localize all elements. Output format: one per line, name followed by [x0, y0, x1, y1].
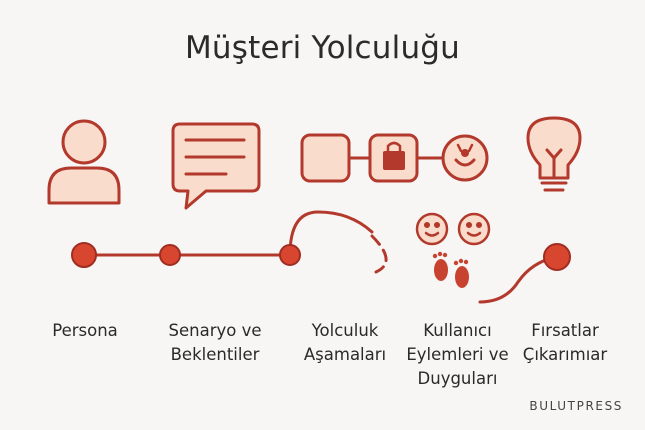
stage-label-opportunities: Fırsatlar Çıkarımıar — [510, 319, 620, 367]
stage-label-scenario-line2: Beklentiler — [170, 345, 260, 364]
journey-steps-icon — [300, 133, 489, 183]
timeline-node — [543, 243, 571, 271]
stage-label-actions: Kullanıcı Eylemleri ve Duyguları — [395, 319, 520, 391]
brand-watermark: BULUTPRESS — [529, 399, 623, 413]
timeline-node — [159, 244, 181, 266]
stage-label-scenario: Senaryo ve Beklentiler — [150, 319, 280, 367]
timeline-node — [71, 242, 97, 268]
stage-label-actions-line2: Eylemleri ve — [406, 345, 509, 364]
stage-label-opportunities-line2: Çıkarımıar — [522, 345, 608, 364]
timeline-path — [82, 210, 558, 304]
speech-bubble-icon — [171, 122, 261, 210]
stage-label-actions-line3: Duyguları — [417, 369, 498, 388]
stage-label-journey: Yolculuk Aşamaları — [290, 319, 400, 367]
lightbulb-icon — [526, 116, 582, 192]
stage-label-opportunities-line1: Fırsatlar — [531, 321, 599, 340]
smiley-faces-icon — [415, 212, 491, 246]
page-title: Müşteri Yolculuğu — [184, 30, 461, 66]
footprints-icon — [432, 251, 469, 288]
stage-label-journey-line1: Yolculuk — [311, 321, 379, 340]
stage-label-journey-line2: Aşamaları — [303, 345, 387, 364]
stage-label-actions-line1: Kullanıcı — [423, 321, 492, 340]
person-icon — [47, 119, 121, 205]
stage-label-scenario-line1: Senaryo ve — [168, 321, 262, 340]
stage-label-persona: Persona — [52, 321, 118, 340]
timeline-node — [279, 244, 301, 266]
